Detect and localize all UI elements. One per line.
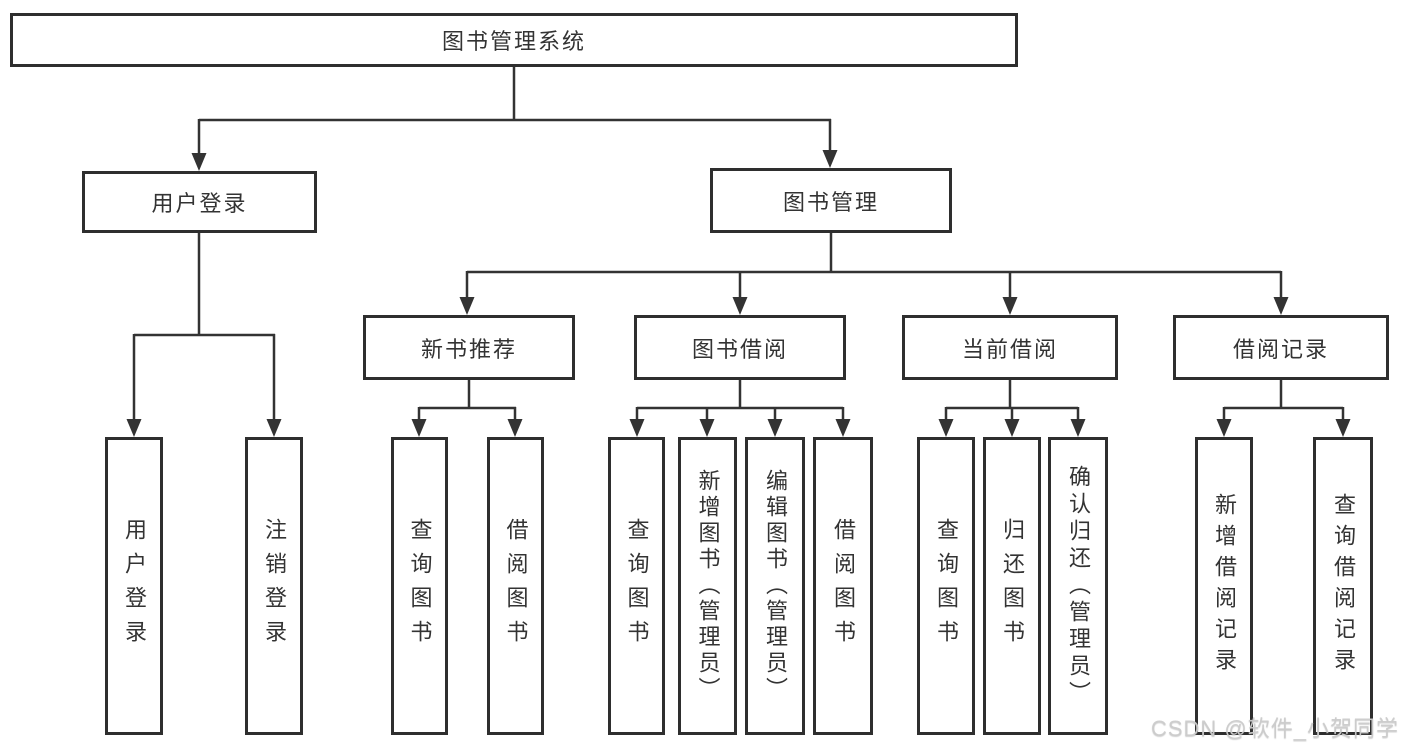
node-current-borrowing: 当前借阅 <box>902 315 1118 380</box>
leaf-query-borrow-record: 查询借阅记录 <box>1313 437 1373 735</box>
node-book-borrowing: 图书借阅 <box>634 315 846 380</box>
leaf-query-books-current: 查询图书 <box>917 437 975 735</box>
leaf-confirm-return-admin: 确认归还（管理员） <box>1048 437 1108 735</box>
leaf-query-books-recommend: 查询图书 <box>391 437 448 735</box>
node-new-book-recommend: 新书推荐 <box>363 315 575 380</box>
node-user-login: 用户登录 <box>82 171 317 233</box>
node-book-management: 图书管理 <box>710 168 952 233</box>
leaf-edit-books-admin: 编辑图书（管理员） <box>745 437 805 735</box>
leaf-user-login: 用户登录 <box>105 437 163 735</box>
node-borrow-records: 借阅记录 <box>1173 315 1389 380</box>
leaf-borrow-books-borrowing: 借阅图书 <box>813 437 873 735</box>
leaf-query-books-borrowing: 查询图书 <box>608 437 665 735</box>
leaf-logout: 注销登录 <box>245 437 303 735</box>
node-root-system: 图书管理系统 <box>10 13 1018 67</box>
leaf-add-books-admin: 新增图书（管理员） <box>678 437 737 735</box>
csdn-watermark: CSDN @软件_小贺同学 <box>1150 716 1399 741</box>
leaf-borrow-books-recommend: 借阅图书 <box>487 437 544 735</box>
leaf-return-books: 归还图书 <box>983 437 1041 735</box>
leaf-add-borrow-record: 新增借阅记录 <box>1195 437 1253 735</box>
